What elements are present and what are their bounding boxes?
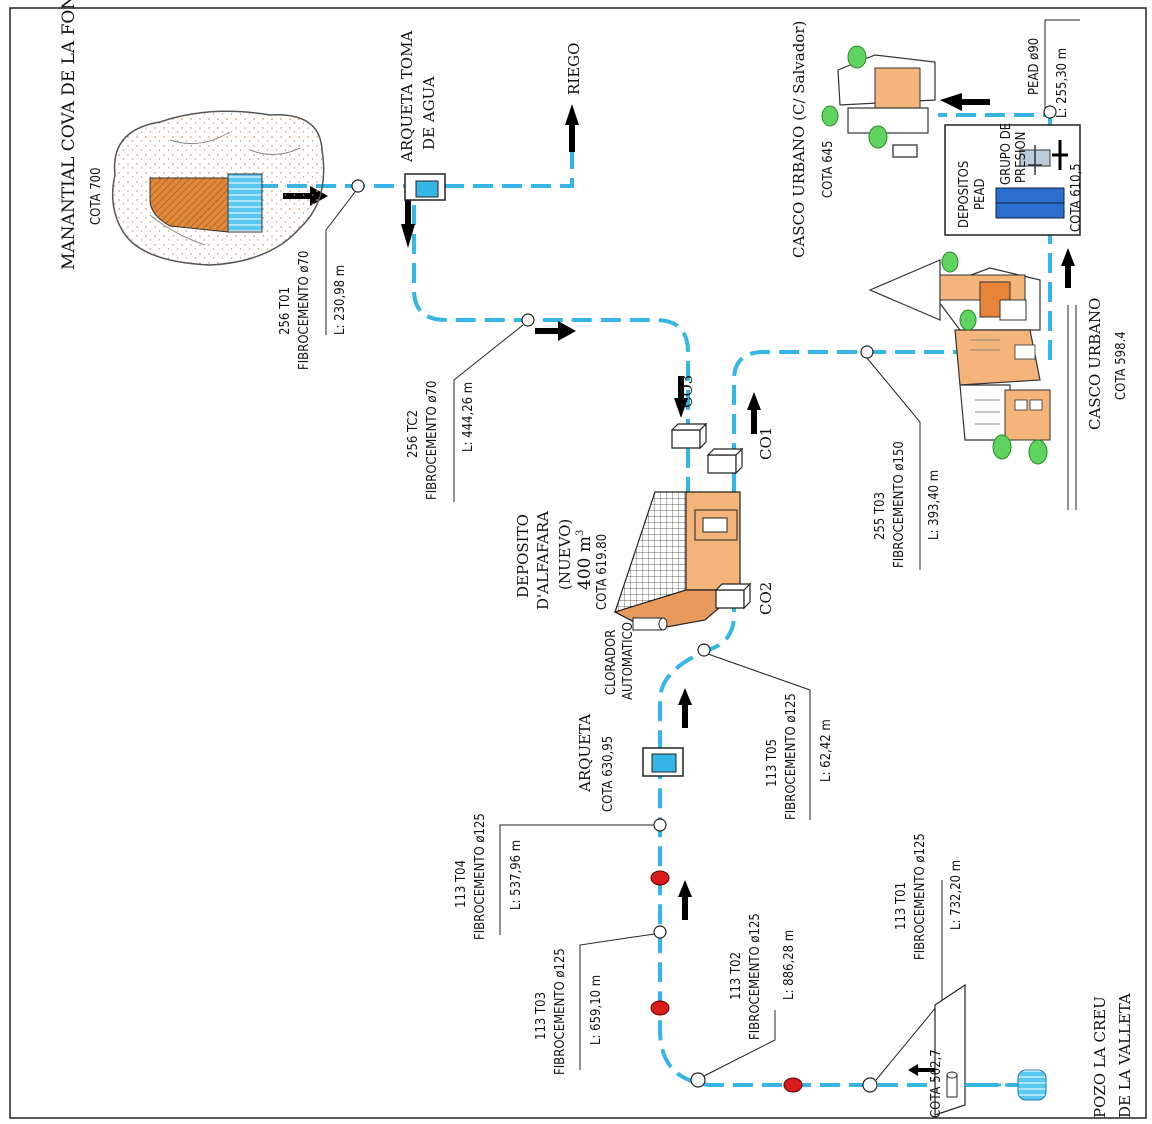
source-title: MANANTIAL COVA DE LA FONT (59, 0, 79, 270)
seg-t04-material: FIBROCEMENTO ø125 (473, 813, 488, 940)
seg-tc2-length: L: 444,26 m (461, 382, 476, 452)
pipe-urban (732, 350, 1000, 492)
frame (9, 7, 1147, 1119)
red-valve-2 (650, 1000, 670, 1016)
deposit-volume-sup: 3 (575, 530, 586, 536)
pozo-line2: DE LA VALLETA (1116, 993, 1134, 1118)
valve-co2-label: CO2 (757, 582, 775, 615)
casco-salvador-title: CASCO URBANO (C/ Salvador) (790, 21, 808, 258)
depositos-line1: DEPOSITOS (957, 161, 972, 228)
red-valve-3 (783, 1077, 803, 1093)
seg-t02-code: 113 T02 (729, 952, 744, 1000)
source-cota: COTA 700 (89, 167, 104, 225)
arrow-down-co3 (674, 376, 688, 418)
seg-t02-material: FIBROCEMENTO ø125 (748, 913, 763, 1040)
deposit-cota: COTA 619.80 (595, 534, 610, 610)
seg-t01-lower-material: FIBROCEMENTO ø125 (913, 833, 928, 960)
spring-water (227, 173, 263, 233)
pipe-deposit-out (658, 592, 978, 1087)
arqueta-toma-line1: ARQUETA TOMA (398, 31, 416, 163)
seg-t01-upper-material: FIBROCEMENTO ø70 (297, 251, 312, 370)
depositos-line2: PEAD (973, 179, 988, 210)
arqueta-box (642, 747, 684, 777)
node-tc2 (521, 313, 535, 327)
riego-label: RIEGO (565, 43, 583, 95)
arqueta-toma-box (404, 173, 446, 201)
pipe-tc2 (412, 205, 690, 492)
arrow-left-pozo (908, 1064, 935, 1076)
deposit-line1: DEPOSITO (514, 514, 532, 598)
deposit-volume: 400 m3 (575, 530, 595, 590)
depositos-cota: COTA 610,5 (1069, 163, 1084, 232)
deposit-line2: D'ALFAFARA (534, 511, 552, 610)
valve-co1 (706, 447, 744, 475)
seg-t03-lower-material: FIBROCEMENTO ø125 (553, 948, 568, 1075)
seg-tc2-material: FIBROCEMENTO ø70 (425, 381, 440, 500)
node-t03-urban (860, 345, 874, 359)
seg-t01-lower-length: L: 732,20 m (949, 860, 964, 930)
seg-t02-length: L: 886,28 m (782, 930, 797, 1000)
valve-co3 (670, 422, 708, 450)
source-spring (111, 110, 325, 266)
clorador-line1: CLORADOR (604, 630, 619, 695)
seg-t05-material: FIBROCEMENTO ø125 (784, 693, 799, 820)
seg-t03-urban-length: L: 393,40 m (927, 470, 942, 540)
seg-t01-upper-length: L: 230,98 m (333, 265, 348, 335)
arrow-right-tc2 (535, 321, 576, 341)
red-valve-1 (650, 870, 670, 886)
casco-urbano-title: CASCO URBANO (1086, 298, 1104, 430)
valve-co3-label: CO3 (678, 375, 696, 408)
node-t02 (653, 925, 667, 939)
arqueta-title: ARQUETA (576, 714, 594, 793)
arqueta-toma-line2: DE AGUA (420, 76, 438, 150)
depositos-box (944, 124, 1081, 236)
seg-t03-lower-code: 113 T03 (534, 992, 549, 1040)
arrow-up-riego (565, 104, 579, 152)
casco-urbano-buildings (868, 251, 1051, 465)
valve-co2 (714, 582, 752, 610)
seg-pead-material: PEAD ø90 (1027, 38, 1042, 95)
arrow-up-urban (1061, 248, 1075, 288)
seg-t04-code: 113 T04 (454, 860, 469, 908)
deposit-building (613, 491, 742, 631)
node-t05 (697, 643, 711, 657)
casco-salvador-cota: COTA 645 (821, 140, 836, 198)
clorador-line2: AUTOMATICO (621, 622, 636, 700)
pipe-riego (444, 140, 574, 188)
node-t04 (653, 818, 667, 832)
seg-tc2-code: 256 TC2 (406, 410, 421, 458)
seg-t01-upper-code: 256 T01 (278, 287, 293, 335)
cave-cut (149, 177, 229, 233)
arrow-up-arqueta (678, 688, 692, 728)
arqueta-cota: COTA 630,95 (601, 736, 616, 812)
valve-co1-label: CO1 (757, 427, 775, 460)
node-t02-elbow (690, 1072, 706, 1088)
depositos-grupo1: GRUPO DE (999, 123, 1014, 185)
node-t01-lower (862, 1077, 878, 1093)
clorador-cylinder (632, 617, 668, 631)
seg-t03-lower-length: L: 659,10 m (589, 975, 604, 1045)
seg-t03-urban-code: 255 T03 (873, 492, 888, 540)
casco-urbano-cota: COTA 598.4 (1114, 331, 1129, 400)
arrow-up-t02 (678, 880, 692, 920)
node-pead (1043, 105, 1057, 119)
pozo-line1: POZO LA CREU (1091, 996, 1109, 1118)
deposit-line3: (NUEVO) (556, 519, 574, 590)
node-t01-upper (351, 179, 365, 193)
casco-salvador-buildings (821, 45, 936, 158)
pozo-well (934, 983, 1047, 1116)
seg-pead-length: L: 255,30 m (1055, 48, 1070, 118)
seg-t01-lower-code: 113 T01 (894, 882, 909, 930)
depositos-grupo2: PRESION (1014, 132, 1029, 183)
seg-t04-length: L: 537,96 m (509, 840, 524, 910)
pozo-cota: COTA 562,7 (929, 1049, 944, 1118)
seg-t05-code: 113 T05 (765, 739, 780, 787)
seg-t03-urban-material: FIBROCEMENTO ø150 (892, 441, 907, 568)
arrow-up-co1 (747, 392, 761, 434)
arrow-down-tc2 (401, 200, 415, 248)
arrow-left-pead (940, 93, 990, 111)
seg-t05-length: L: 62,42 m (819, 719, 834, 782)
flow-arrows (283, 93, 1075, 1076)
